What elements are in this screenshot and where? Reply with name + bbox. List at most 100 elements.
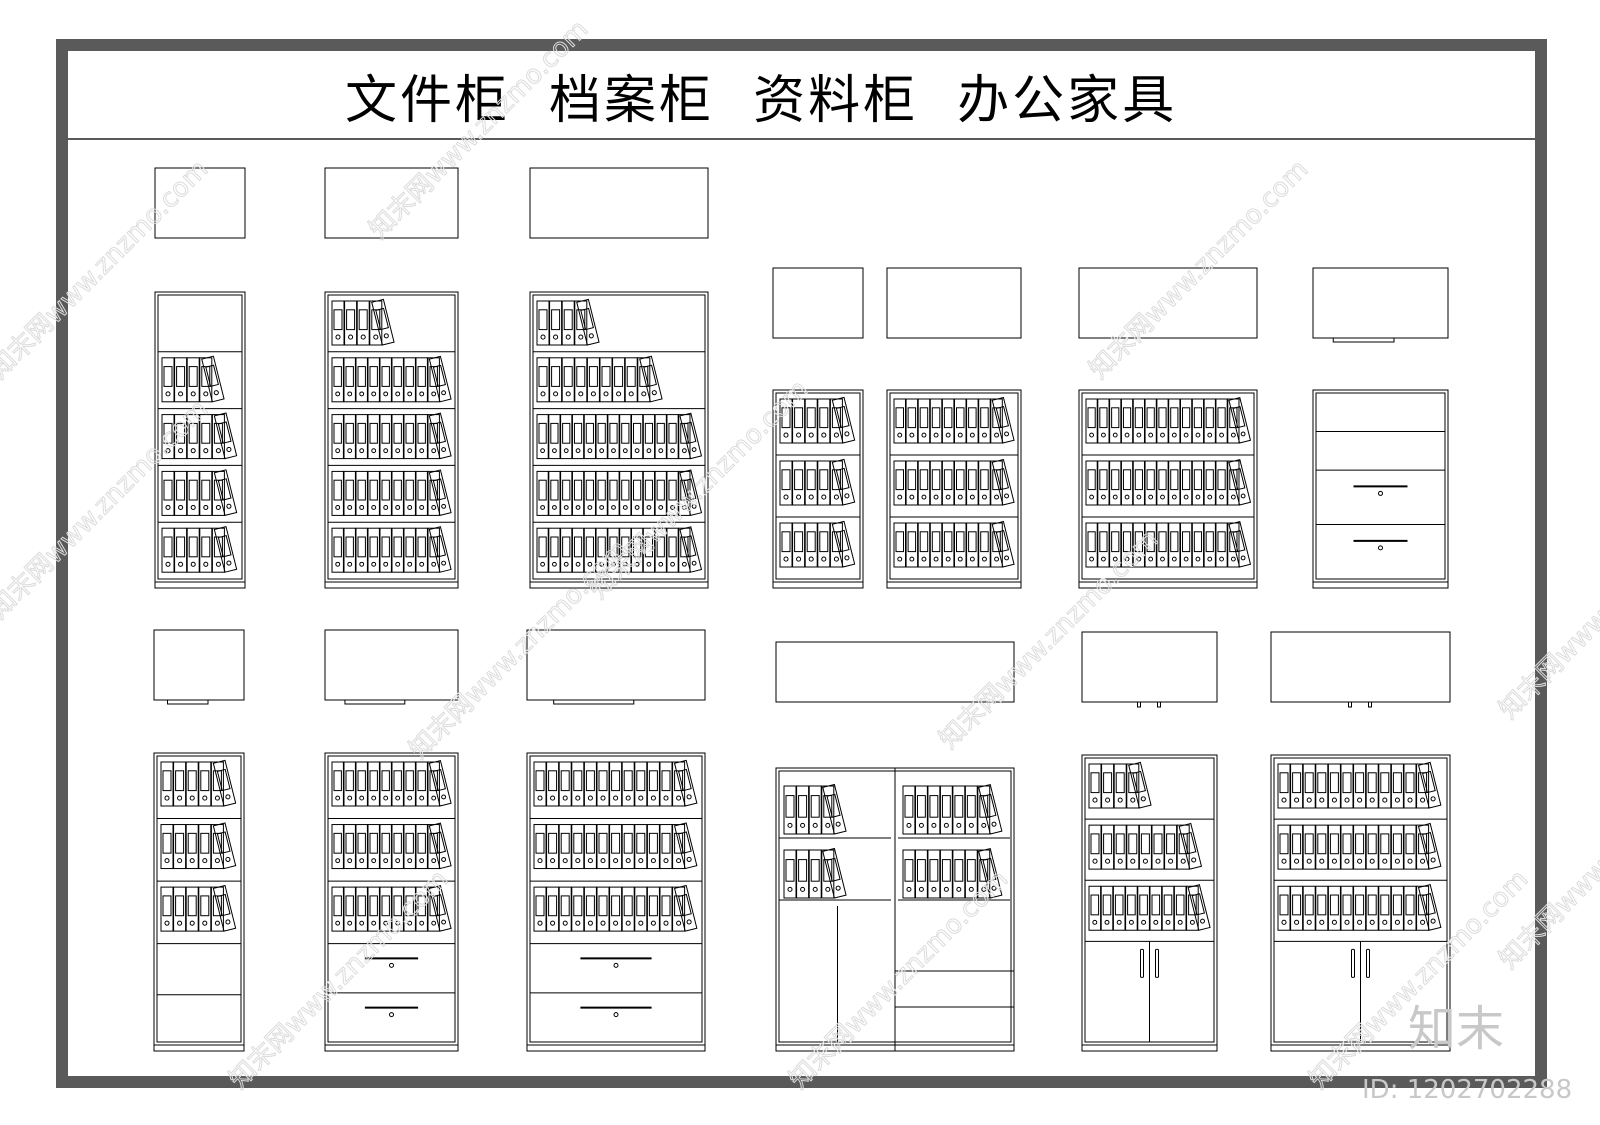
binder-spine: [978, 847, 1003, 899]
binder-label: [432, 364, 447, 387]
cabinet-frame: [529, 291, 709, 589]
binder-spine: [548, 527, 561, 573]
binder-ring: [1230, 556, 1236, 562]
binder: [185, 761, 199, 807]
binder: [533, 761, 547, 807]
binder-ring: [1420, 797, 1426, 803]
binder: [201, 355, 225, 403]
binder-ring: [562, 920, 568, 926]
binder-spine: [607, 527, 620, 573]
binder-ring: [431, 920, 437, 926]
binder: [1302, 763, 1316, 809]
binder-ring: [1168, 858, 1174, 864]
binder-label: [598, 770, 608, 792]
binder-label: [535, 895, 545, 917]
binder-ring: [177, 858, 183, 864]
binder: [595, 527, 608, 573]
binder-label: [941, 795, 951, 818]
binder: [571, 761, 585, 807]
binder-ring: [981, 432, 987, 438]
binder: [1138, 824, 1152, 870]
binder-label: [633, 422, 642, 444]
binder: [642, 470, 656, 516]
binder: [199, 470, 213, 516]
binder-label: [609, 479, 618, 501]
binder-ring: [945, 432, 951, 438]
binder: [1151, 824, 1165, 870]
binder-spine: [1365, 824, 1379, 870]
binder-spine: [929, 460, 943, 506]
binder: [174, 414, 188, 460]
binder-label: [668, 479, 677, 501]
binder: [672, 824, 686, 870]
binder-spine: [914, 849, 928, 899]
binder: [185, 886, 199, 932]
binder-ring: [1148, 556, 1154, 562]
cabinet-c12: [1081, 631, 1218, 1052]
binder-label: [548, 895, 558, 917]
binder-label: [907, 469, 917, 491]
binder: [1109, 398, 1122, 444]
binder-spine: [1327, 763, 1341, 809]
binder: [199, 357, 213, 403]
binder-ring: [214, 858, 220, 864]
binder-ring: [1104, 919, 1110, 925]
binder-ring: [335, 561, 341, 567]
binder-ring: [658, 561, 664, 567]
binder-ring: [616, 391, 622, 397]
binder: [160, 886, 174, 932]
binder-label: [1217, 531, 1226, 553]
binder: [1228, 396, 1252, 444]
binder: [978, 398, 991, 444]
binder: [678, 414, 691, 460]
binder-ring: [575, 920, 581, 926]
binder-ring: [1148, 494, 1154, 500]
binder-label: [548, 832, 558, 854]
binder-label: [1087, 469, 1096, 491]
binder-spine: [952, 785, 966, 835]
binder: [893, 398, 906, 444]
binder-label: [371, 309, 381, 331]
binder-spine: [1151, 824, 1165, 870]
binder-ring: [1177, 919, 1183, 925]
binder: [1191, 460, 1205, 506]
binder: [607, 470, 620, 516]
binder: [173, 761, 187, 807]
binder-ring: [957, 556, 963, 562]
binder: [939, 785, 953, 835]
binder: [161, 470, 175, 516]
binder-label: [895, 407, 904, 429]
binder: [1378, 885, 1392, 931]
binder-label: [1422, 893, 1436, 916]
binder: [546, 761, 560, 807]
binder-label: [585, 895, 595, 917]
binder-spine: [646, 824, 660, 870]
binder: [428, 885, 452, 932]
keyhole: [389, 962, 394, 968]
binder-label: [943, 469, 953, 491]
binder-ring: [1160, 432, 1165, 438]
binder-ring: [550, 920, 556, 926]
binder: [1277, 763, 1291, 809]
binder-spine: [621, 824, 635, 870]
binder-label: [611, 770, 621, 792]
binder: [678, 527, 691, 573]
binder-ring: [177, 920, 183, 926]
binder: [367, 761, 380, 807]
binder: [917, 460, 931, 506]
binder: [1315, 763, 1329, 809]
binder-label: [1380, 833, 1390, 855]
binder-spine: [646, 761, 660, 807]
binder-spine: [186, 527, 200, 573]
binder-spine: [367, 357, 380, 403]
binder: [595, 470, 608, 516]
binder-ring: [373, 334, 379, 340]
binder: [1164, 824, 1178, 870]
binder: [427, 527, 440, 573]
binder-spine: [355, 414, 368, 460]
binder-spine: [185, 761, 199, 807]
binder-label: [1099, 407, 1108, 429]
binder: [1186, 885, 1199, 931]
binder-ring: [686, 919, 692, 925]
